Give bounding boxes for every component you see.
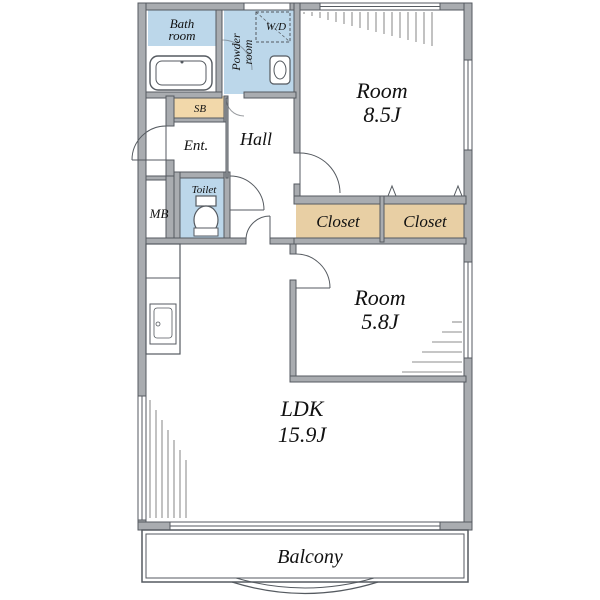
ldk-size: 15.9J: [278, 422, 328, 447]
interior-walls: [145, 2, 467, 383]
wd-label: W/D: [266, 21, 286, 33]
sb-label: SB: [194, 103, 207, 115]
room1-name: Room: [355, 78, 407, 103]
ldk-name: LDK: [280, 396, 325, 421]
closet-2-fill: [384, 204, 466, 238]
washbasin: [269, 55, 291, 85]
powder-label: Powder: [229, 33, 243, 72]
toilet-label: Toilet: [192, 184, 218, 196]
closet-1-fill: [296, 204, 380, 238]
powder-label-2: room: [241, 39, 255, 64]
wd-box: [255, 11, 291, 43]
closet-2-label: Closet: [403, 212, 448, 231]
closet-1-label: Closet: [316, 212, 361, 231]
ent-label: Ent.: [183, 138, 209, 154]
bathtub: [149, 55, 213, 91]
curtain-hatching: [149, 12, 462, 518]
bath-room-fill: [148, 10, 216, 46]
room1-size: 8.5J: [363, 102, 402, 127]
room2-size: 5.8J: [361, 309, 400, 334]
bath-label-line1: Bath: [170, 16, 195, 31]
sb-fill: [174, 96, 226, 118]
kitchen-counter: [145, 243, 181, 355]
mb-label: MB: [149, 206, 169, 221]
room2-name: Room: [353, 285, 405, 310]
hall-label: Hall: [239, 129, 272, 149]
toilet-fixture: [193, 195, 219, 237]
doors: [131, 39, 341, 289]
windows: [137, 2, 473, 531]
closet-markers: [387, 184, 463, 197]
wd-diagonal: [255, 11, 291, 43]
balcony: [141, 529, 469, 595]
bath-label-line2: room: [169, 28, 196, 43]
balcony-label: Balcony: [277, 546, 343, 568]
